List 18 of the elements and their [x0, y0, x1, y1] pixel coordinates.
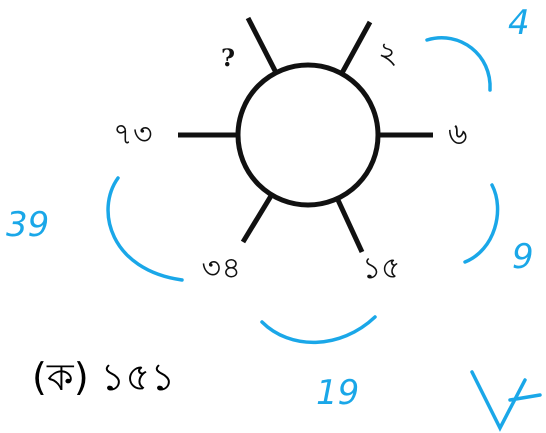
spoke-line	[246, 16, 278, 72]
spoke-number: ?	[220, 46, 236, 70]
spoke-number: ৭৩	[113, 120, 153, 150]
spoke-line	[178, 132, 236, 138]
spoke-number: ১৫	[362, 254, 400, 284]
spoke-line	[336, 199, 364, 254]
spoke-number: ৩৪	[202, 254, 240, 284]
spoke-line	[240, 195, 273, 244]
answer-option: (ক) ১৫১	[32, 358, 176, 396]
handwritten-number: 19	[316, 376, 360, 410]
circle	[236, 62, 380, 208]
spoke-line	[380, 132, 433, 138]
handwritten-number: 4	[508, 6, 530, 40]
spoke-line	[340, 20, 372, 74]
spoke-number: ৬	[448, 120, 468, 150]
handwritten-number: 9	[512, 240, 534, 274]
spoke-number: ২	[378, 39, 398, 69]
handwritten-number: 39	[6, 208, 50, 242]
